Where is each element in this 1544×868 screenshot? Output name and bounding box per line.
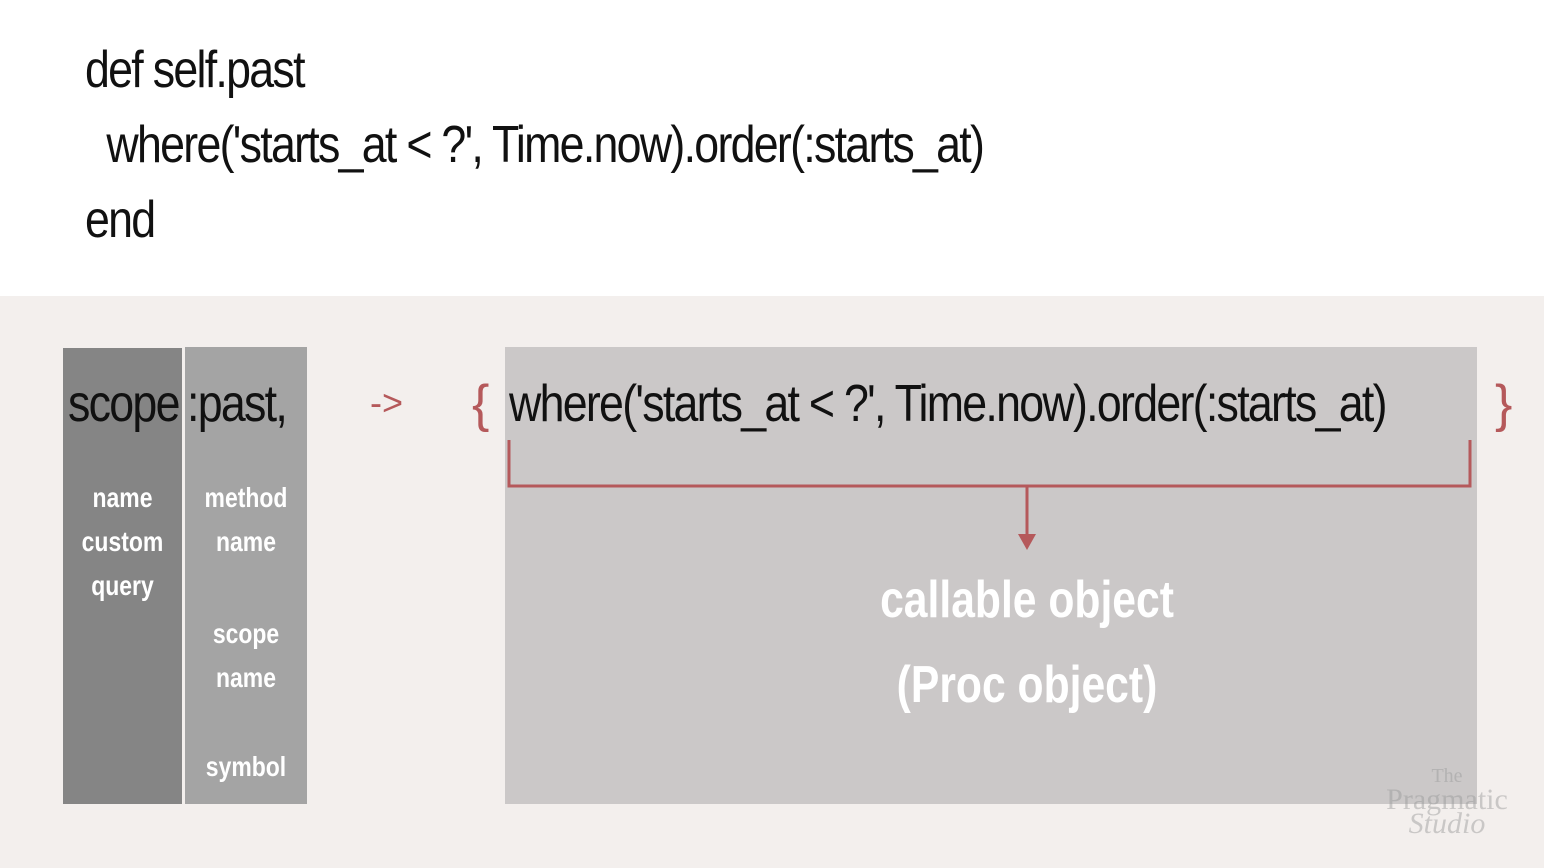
scope-name-label: scope name (196, 612, 296, 700)
proc-box (505, 347, 1477, 804)
label-method: method (204, 482, 288, 513)
label-query: query (91, 570, 154, 601)
scope-column (63, 348, 182, 804)
scope-name-symbol: :past, (187, 375, 288, 433)
code-line-end: end (85, 191, 156, 249)
label-name: name (92, 482, 153, 513)
label-custom: custom (81, 526, 164, 557)
open-brace: { (472, 375, 490, 433)
label-scope: scope (212, 618, 280, 649)
watermark-pragmatic: Pragmatic (1386, 783, 1508, 816)
label-name: name (216, 662, 276, 693)
pragmatic-studio-logo: The Pragmatic Studio (1372, 764, 1522, 840)
callable-object-label: callable object (880, 571, 1174, 629)
lambda-arrow: -> (370, 382, 404, 423)
code-line-where: where('starts_at < ?', Time.now).order(:… (85, 116, 984, 174)
proc-object-label: (Proc object) (896, 656, 1158, 714)
method-name-label: method name (196, 476, 296, 564)
symbol-label: symbol (205, 751, 287, 782)
code-panel: def self.past where('starts_at < ?', Tim… (0, 0, 1544, 296)
watermark-studio: Studio (1408, 807, 1486, 840)
lambda-body: where('starts_at < ?', Time.now).order(:… (509, 375, 1387, 433)
scope-column-label: name custom query (74, 476, 172, 608)
close-brace: } (1495, 375, 1513, 433)
label-name: name (216, 526, 276, 557)
code-line-def: def self.past (85, 41, 305, 99)
past-column (185, 347, 307, 804)
watermark-the: The (1431, 765, 1463, 787)
scope-keyword: scope (68, 375, 180, 433)
